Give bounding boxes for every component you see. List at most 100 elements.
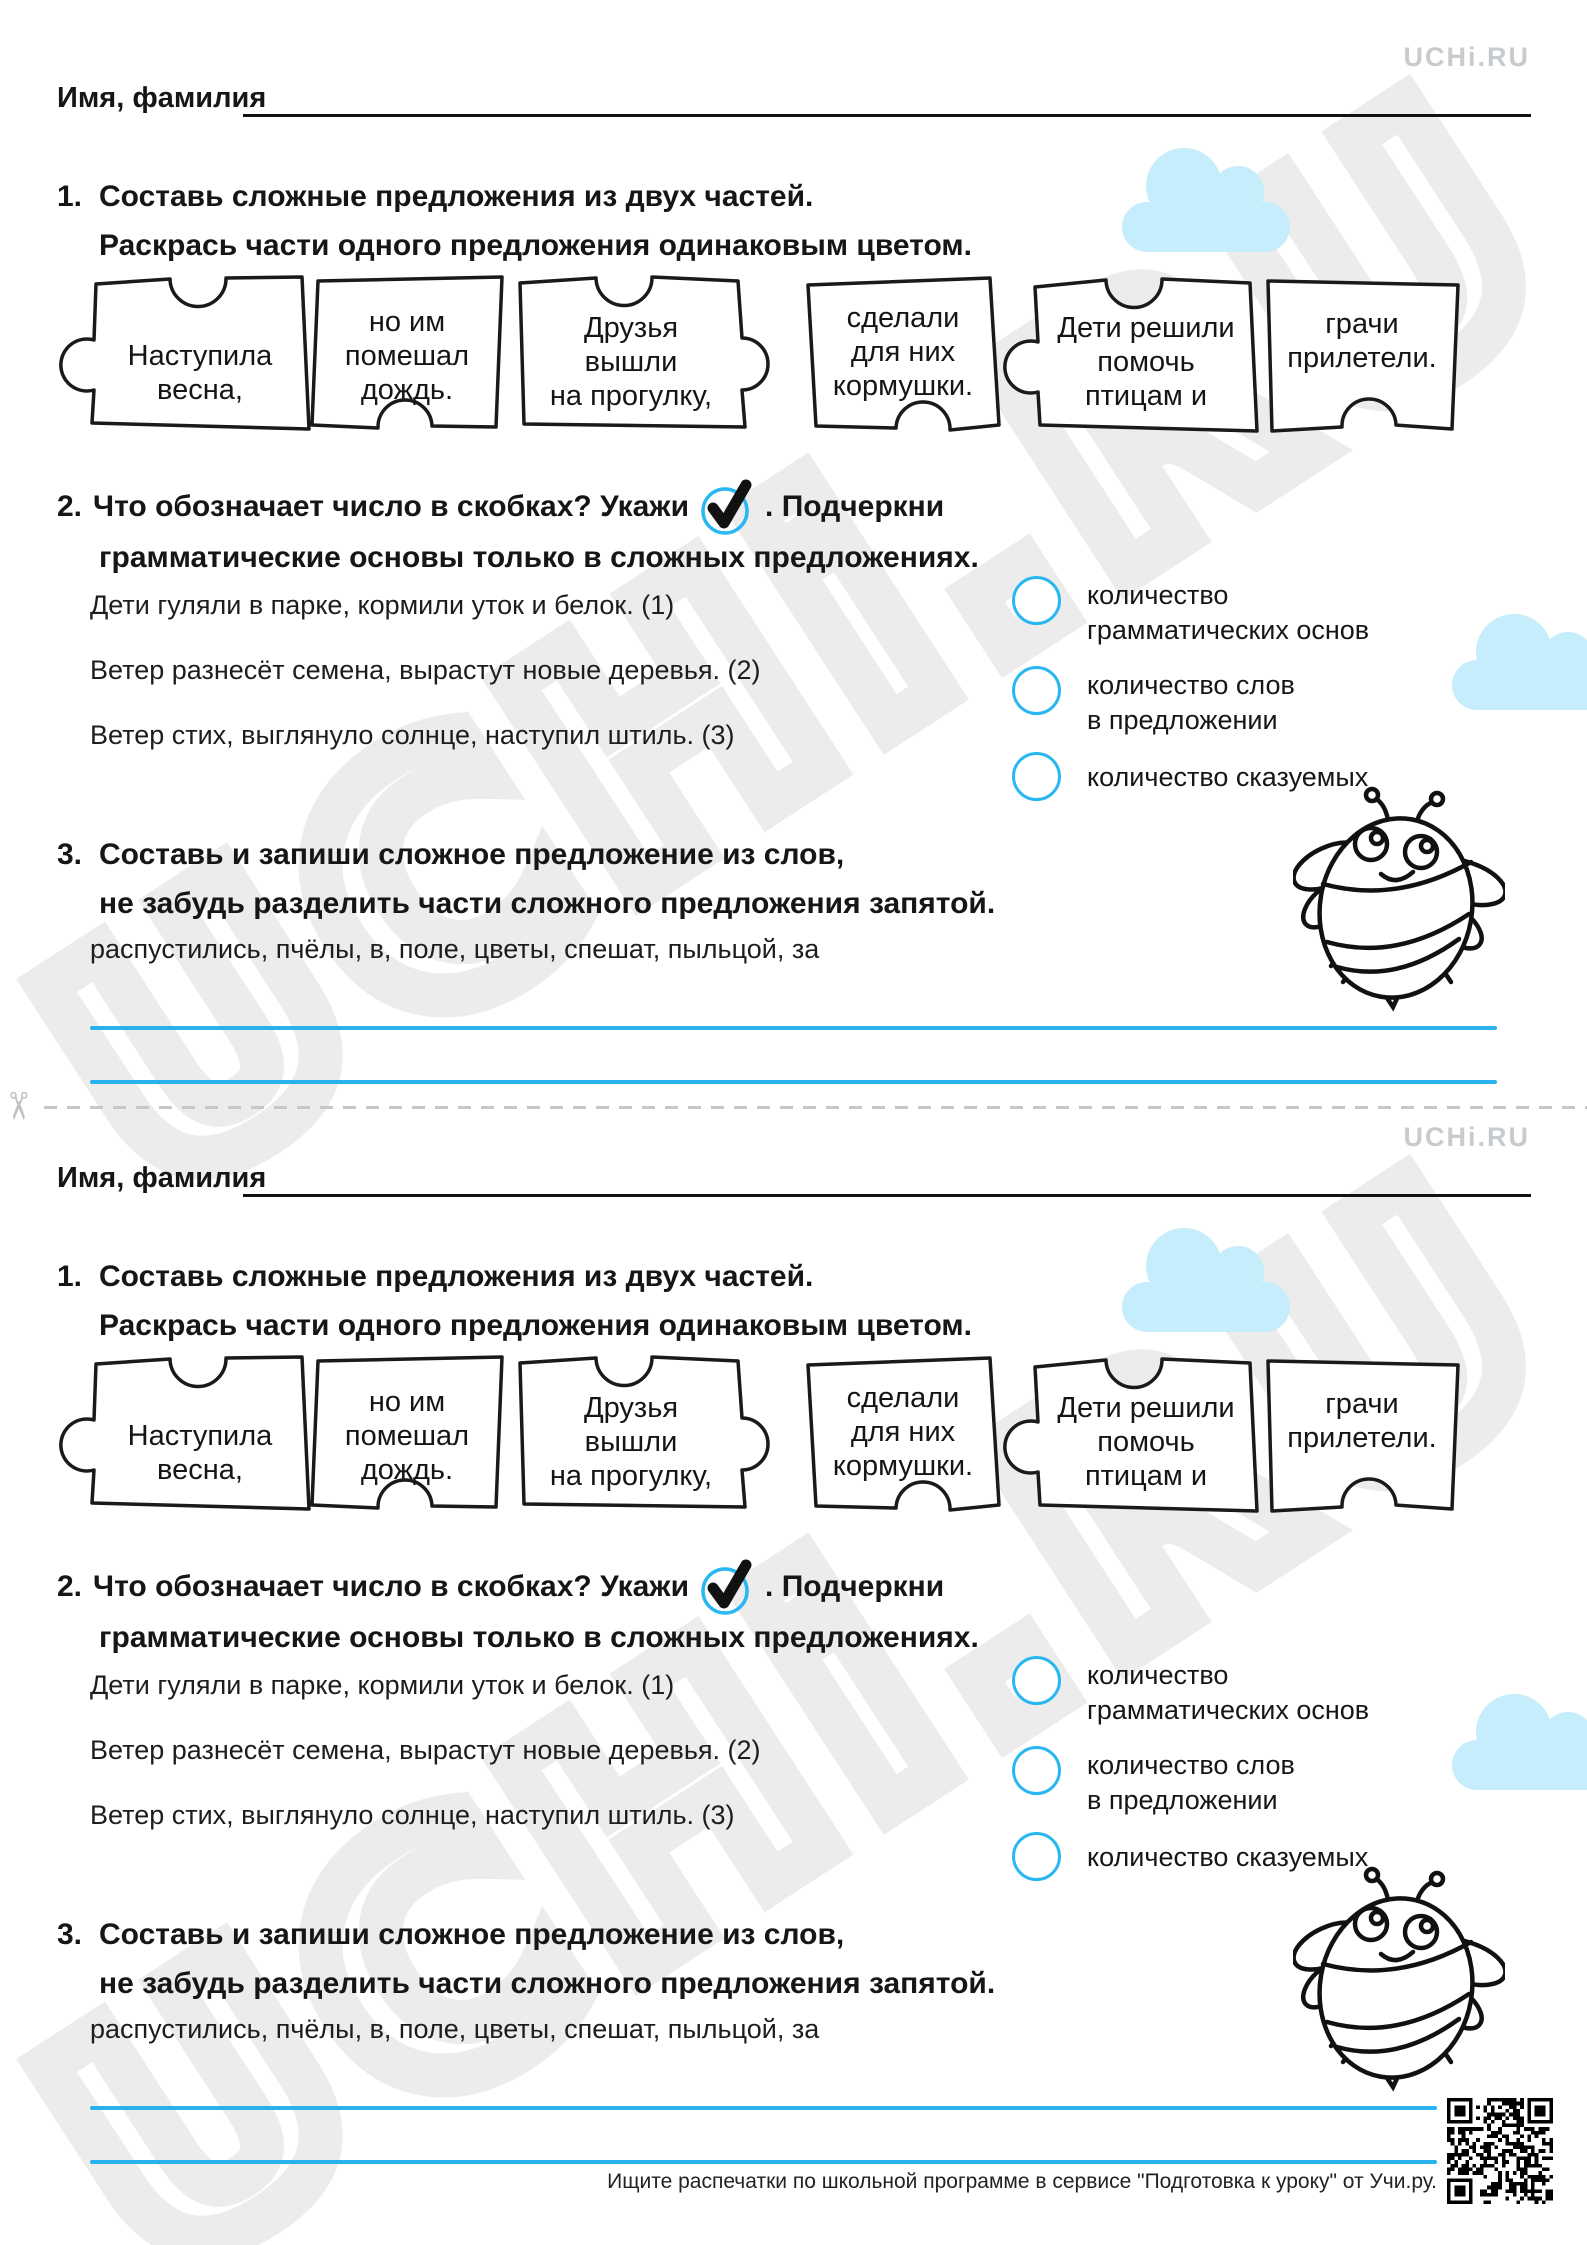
svg-text:на прогулку,: на прогулку, (550, 1460, 712, 1492)
task2-heading-line2: грамматические основы только в сложных п… (99, 1621, 979, 1654)
task2-heading-line2: грамматические основы только в сложных п… (99, 541, 979, 574)
svg-text:на прогулку,: на прогулку, (550, 380, 712, 412)
check-icon (701, 1559, 752, 1615)
worksheet-copy-1: UCHi.RU Имя, фамилия 1. Составь сложные … (0, 0, 1587, 1110)
task1-line1: Составь сложные предложения из двух част… (99, 180, 814, 213)
sentence-3: Ветер стих, выглянуло солнце, наступил ш… (90, 1800, 735, 1830)
footer-text: Ищите распечатки по школьной программе в… (607, 2170, 1437, 2193)
cloud-decoration (1452, 614, 1587, 710)
svg-text:Дети решили: Дети решили (1057, 312, 1234, 344)
option-row-3: количество сказуемых (1012, 1832, 1368, 1881)
puzzle-piece[interactable]: сделали для них кормушки. (806, 1356, 1001, 1512)
option-circle-1[interactable] (1012, 576, 1061, 625)
task1-number: 1. (57, 1260, 83, 1293)
option-row-1: количество грамматических основ (1012, 576, 1369, 648)
puzzle-piece[interactable]: грачи прилетели. (1266, 1359, 1460, 1513)
svg-text:Друзья: Друзья (584, 1392, 678, 1424)
option-row-2: количество слов в предложении (1012, 1746, 1295, 1818)
task3-number: 3. (57, 838, 83, 871)
svg-text:птицам и: птицам и (1085, 1460, 1207, 1492)
name-label: Имя, фамилия (57, 1162, 267, 1194)
task1-heading: 1. Составь сложные предложения из двух ч… (57, 172, 972, 270)
puzzle-row: Наступила весна, но им помешал дождь. Др… (59, 1355, 1460, 1513)
sentence-2: Ветер разнесёт семена, вырастут новые де… (90, 655, 761, 685)
task3-line2: не забудь разделить части сложного предл… (99, 1967, 996, 2000)
answer-line-2[interactable] (90, 1080, 1497, 1084)
svg-text:Наступила: Наступила (128, 340, 274, 372)
puzzle-piece[interactable]: но им помешал дождь. (310, 275, 504, 430)
word-bank: распустились, пчёлы, в, поле, цветы, спе… (90, 934, 820, 964)
option-circle-3[interactable] (1012, 752, 1061, 801)
svg-text:дождь.: дождь. (361, 1454, 453, 1486)
uchi-ru-logo: UCHi.RU (1403, 1122, 1530, 1152)
option-label-3: количество сказуемых (1087, 1842, 1369, 1872)
svg-text:помочь: помочь (1097, 346, 1194, 378)
svg-text:Наступила: Наступила (128, 1420, 274, 1452)
option-circle-2[interactable] (1012, 1746, 1061, 1795)
option-label-1: количество грамматических основ (1087, 580, 1370, 645)
option-label-1: количество грамматических основ (1087, 1660, 1370, 1725)
puzzle-piece[interactable]: Дети решили помочь птицам и (1003, 277, 1259, 433)
answer-line-2[interactable] (90, 2160, 1437, 2164)
sentence-3: Ветер стих, выглянуло солнце, наступил ш… (90, 720, 735, 750)
task3-line1: Составь и запиши сложное предложение из … (99, 838, 845, 871)
uchi-ru-logo: UCHi.RU (1403, 42, 1530, 72)
puzzle-piece[interactable]: Друзья вышли на прогулку, (518, 1355, 770, 1509)
check-icon (701, 479, 752, 535)
option-circle-2[interactable] (1012, 666, 1061, 715)
option-label-3: количество сказуемых (1087, 762, 1369, 792)
cloud-decoration (1122, 148, 1290, 252)
option-circle-3[interactable] (1012, 1832, 1061, 1881)
svg-text:вышли: вышли (585, 1426, 678, 1458)
name-blank-line[interactable] (243, 114, 1531, 117)
svg-text:кормушки.: кормушки. (833, 1450, 973, 1482)
option-label-2: количество слов в предложении (1087, 1750, 1295, 1815)
svg-text:сделали: сделали (847, 1382, 960, 1414)
svg-text:для них: для них (851, 336, 956, 368)
task2-heading-line1: 2. Что обозначает число в скобках? Укажи… (57, 1558, 944, 1616)
answer-line-1[interactable] (90, 2106, 1437, 2110)
svg-text:для них: для них (851, 1416, 956, 1448)
puzzle-piece[interactable]: Наступила весна, (59, 275, 311, 431)
sentence-1: Дети гуляли в парке, кормили уток и бело… (90, 590, 675, 620)
svg-text:дождь.: дождь. (361, 374, 453, 406)
task3-line1: Составь и запиши сложное предложение из … (99, 1918, 845, 1951)
name-label: Имя, фамилия (57, 82, 267, 114)
option-row-3: количество сказуемых (1012, 752, 1368, 801)
task1-line2: Раскрась части одного предложения одинак… (99, 229, 972, 262)
option-label-2: количество слов в предложении (1087, 670, 1295, 735)
puzzle-piece[interactable]: сделали для них кормушки. (806, 276, 1001, 432)
word-bank: распустились, пчёлы, в, поле, цветы, спе… (90, 2014, 820, 2044)
svg-text:вышли: вышли (585, 346, 678, 378)
task1-line1: Составь сложные предложения из двух част… (99, 1260, 814, 1293)
qr-code (1447, 2098, 1553, 2204)
sentence-2: Ветер разнесёт семена, вырастут новые де… (90, 1735, 761, 1765)
task1-heading: 1. Составь сложные предложения из двух ч… (57, 1252, 972, 1350)
svg-text:грачи: грачи (1325, 308, 1399, 340)
svg-text:грачи: грачи (1325, 1388, 1399, 1420)
task3-line2: не забудь разделить части сложного предл… (99, 887, 996, 920)
sentence-1: Дети гуляли в парке, кормили уток и бело… (90, 1670, 675, 1700)
svg-text:прилетели.: прилетели. (1287, 1422, 1436, 1454)
bee-illustration (1293, 786, 1505, 1012)
task1-line2: Раскрась части одного предложения одинак… (99, 1309, 972, 1342)
svg-text:птицам и: птицам и (1085, 380, 1207, 412)
puzzle-piece[interactable]: грачи прилетели. (1266, 279, 1460, 433)
puzzle-piece[interactable]: Дети решили помочь птицам и (1003, 1357, 1259, 1513)
task3-heading: 3. Составь и запиши сложное предложение … (57, 1910, 995, 2008)
svg-text:весна,: весна, (157, 374, 243, 406)
puzzle-piece[interactable]: но им помешал дождь. (310, 1355, 504, 1510)
puzzle-piece[interactable]: Наступила весна, (59, 1355, 311, 1511)
puzzle-row: Наступила весна, но им помешал дождь. Др… (59, 275, 1460, 433)
svg-text:но им: но им (369, 1386, 445, 1418)
svg-text:помочь: помочь (1097, 1426, 1194, 1458)
answer-line-1[interactable] (90, 1026, 1497, 1030)
option-row-2: количество слов в предложении (1012, 666, 1295, 738)
svg-text:прилетели.: прилетели. (1287, 342, 1436, 374)
svg-text:Друзья: Друзья (584, 312, 678, 344)
option-circle-1[interactable] (1012, 1656, 1061, 1705)
puzzle-piece[interactable]: Друзья вышли на прогулку, (518, 275, 770, 429)
svg-text:помешал: помешал (345, 1420, 469, 1452)
name-blank-line[interactable] (243, 1194, 1531, 1197)
option-row-1: количество грамматических основ (1012, 1656, 1369, 1728)
